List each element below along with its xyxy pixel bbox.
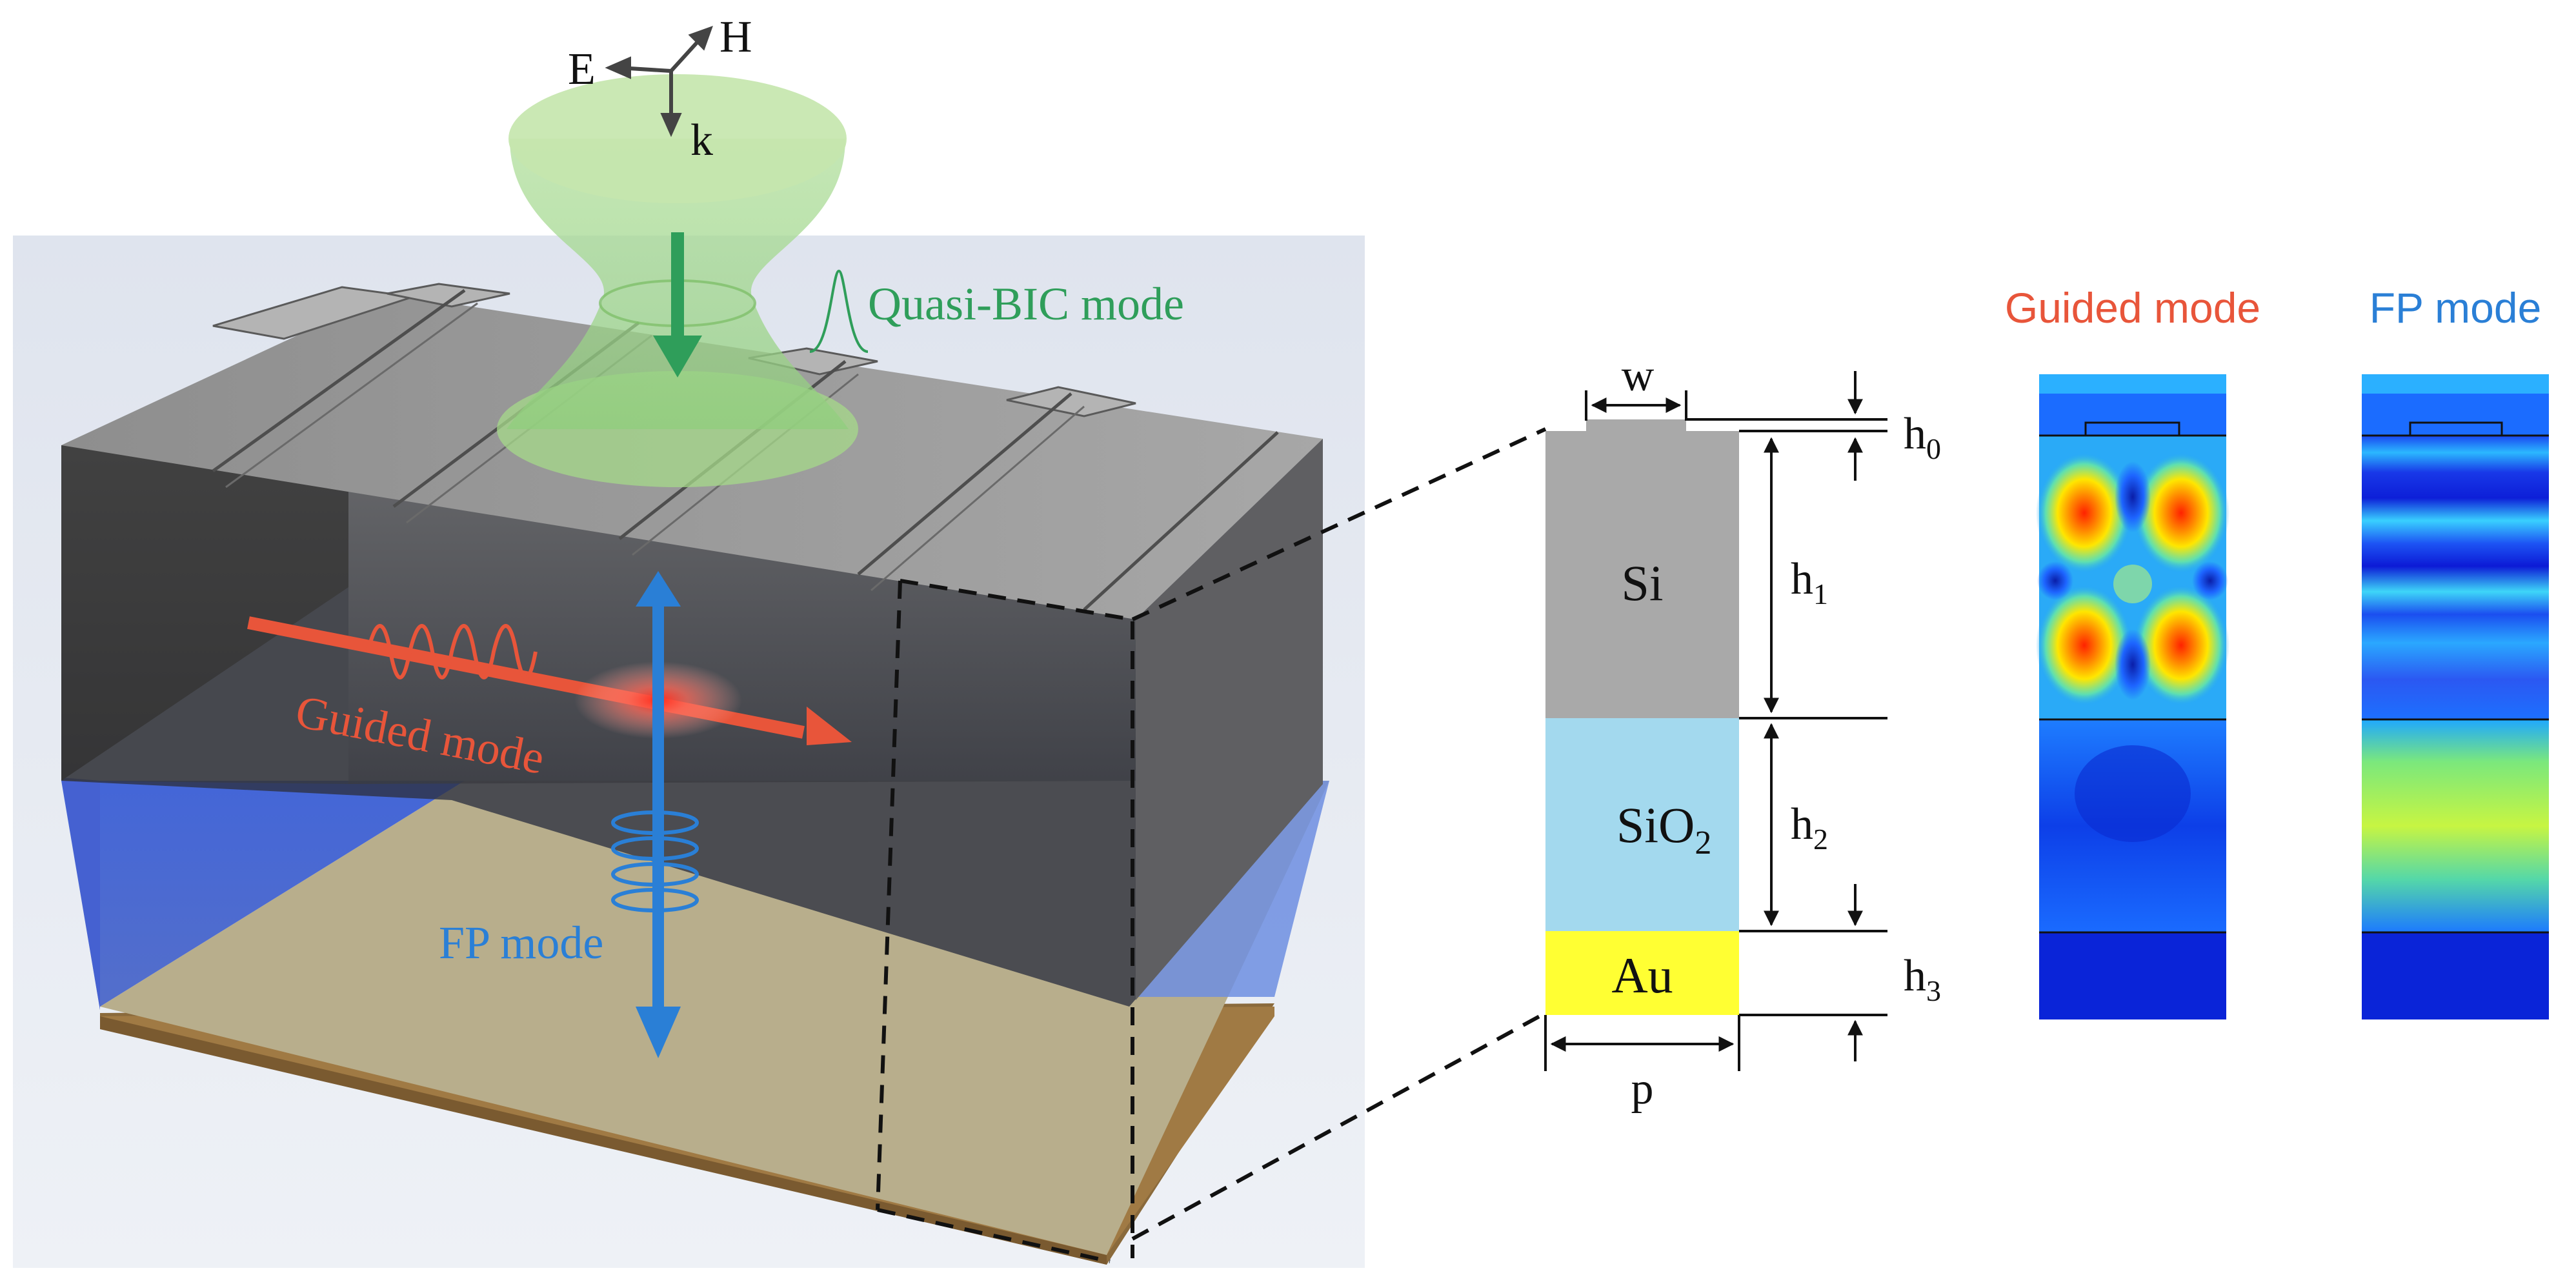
cross-section-schematic: Si SiO2 Au w h0 h1 h2 — [1544, 351, 1941, 1114]
k-vector-label: k — [690, 115, 713, 165]
device-illustration: Guided mode FP mode Quasi-BIC mode — [13, 12, 1547, 1268]
e-field-label: E — [568, 45, 596, 94]
bic-resonance-peak-icon — [809, 269, 869, 353]
slab-back-face — [348, 445, 1136, 784]
h-field-label: H — [719, 12, 752, 62]
slab-right-face — [1136, 439, 1323, 1000]
fp-mode-arrow — [611, 571, 699, 1058]
fp-map-title: FP mode — [2370, 284, 2542, 332]
incident-beam — [497, 74, 858, 487]
unit-cell-dashed-box — [876, 427, 1547, 1263]
guided-map-title: Guided mode — [2005, 284, 2260, 332]
dim-h1-label: h1 — [1791, 554, 1828, 610]
quasi-bic-label: Quasi-BIC mode — [868, 278, 1184, 330]
field-map-guided: Guided mode — [2005, 284, 2260, 1019]
layer-au-label: Au — [1611, 947, 1673, 1003]
layer-si — [1545, 431, 1739, 718]
dim-w-label: w — [1622, 351, 1655, 401]
layer-au — [1545, 931, 1739, 1015]
field-map-fp: FP mode — [2362, 284, 2549, 1019]
polarization-triad-icon — [605, 26, 713, 137]
dim-p-label: p — [1631, 1064, 1654, 1114]
dim-h2-label: h2 — [1791, 799, 1828, 856]
fp-mode-label: FP mode — [439, 917, 603, 969]
dim-h3-label: h3 — [1904, 951, 1941, 1007]
layer-sio2 — [1545, 718, 1739, 931]
gold-substrate-front — [100, 1016, 1107, 1265]
dim-h0-label: h0 — [1904, 409, 1941, 465]
layer-si-label: Si — [1621, 555, 1663, 611]
oxide-left-wall — [61, 781, 465, 1010]
layer-sio2-label: SiO2 — [1616, 797, 1711, 861]
ridge-block — [1586, 419, 1686, 432]
